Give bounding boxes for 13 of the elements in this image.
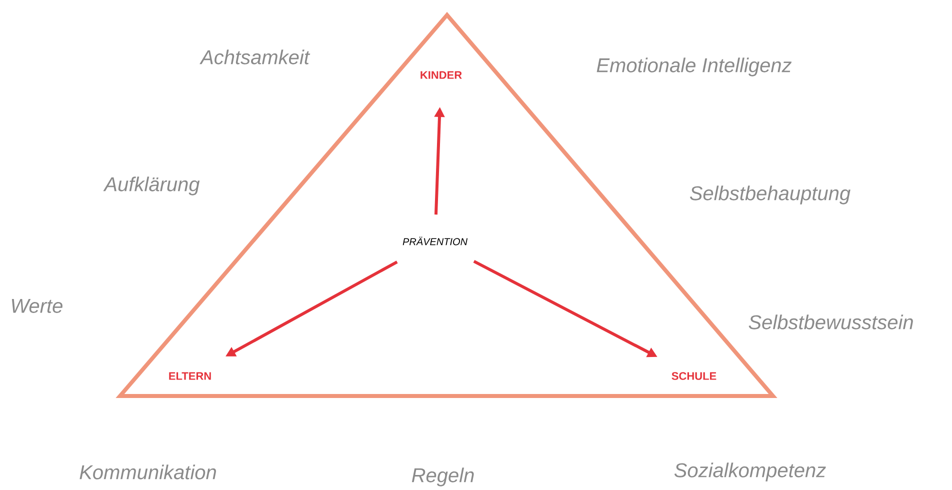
word-label: Kommunikation [80,464,216,480]
word-label: Achtsamkeit [200,50,310,64]
word-label: Selbstbehauptung [690,186,850,204]
word-label: Emotionale Intelligenz [596,58,792,76]
word-label: Regeln [412,468,474,486]
center-label: PRÄVENTION [402,236,468,246]
corner-label: ELTERN [169,372,211,380]
corner-label: KINDER [420,71,462,79]
word-label: Aufklärung [103,176,200,196]
word-label: Werte [12,299,62,313]
word-label: Selbstbewusstsein [748,314,913,330]
word-label: Sozialkompetenz [674,462,826,482]
corner-label: SCHULE [672,372,716,380]
